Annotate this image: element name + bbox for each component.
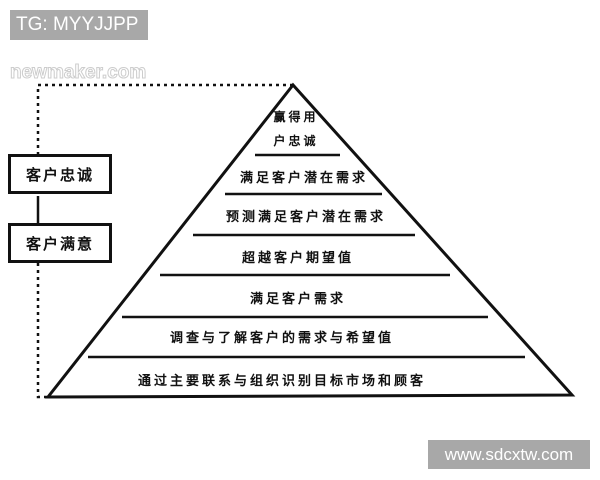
pyramid-layer-3: 预测满足客户潜在需求 [225,210,387,225]
site-watermark-bottom: www.sdcxtw.com [428,440,590,469]
feedback-dashed-line-lower [36,263,48,399]
customer-satisfaction-box: 客户满意 [8,223,112,263]
pyramid-layer-6: 调查与了解客户的需求与希望值 [169,331,395,346]
pyramid-layer-2: 满足客户潜在需求 [239,171,369,186]
pyramid-layer-4: 超越客户期望值 [241,251,355,266]
pyramid-layer-1-line1: 赢得用 [273,110,319,124]
pyramid-layer-1-line2: 户忠诚 [273,134,319,148]
site-watermark-top: newmaker.com [9,62,147,84]
customer-loyalty-box: 客户忠诚 [8,154,112,194]
pyramid-layer-5: 满足客户需求 [249,292,347,307]
tag-watermark: TG: MYYJJPP [10,10,148,40]
pyramid-layer-7: 通过主要联系与组织识别目标市场和顾客 [137,374,427,389]
feedback-dashed-line [36,83,293,154]
pyramid-outline [44,82,576,399]
